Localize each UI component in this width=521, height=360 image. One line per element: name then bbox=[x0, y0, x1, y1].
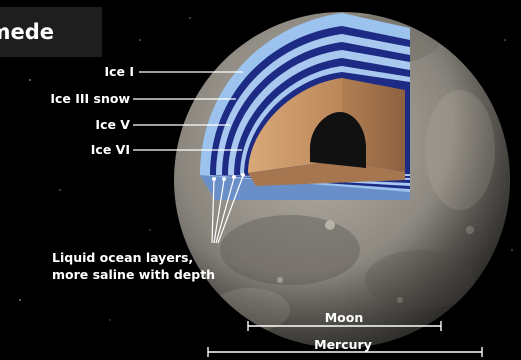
moon-scale-label: Moon bbox=[325, 310, 364, 325]
mercury-scale-label: Mercury bbox=[314, 337, 372, 352]
ice-iii-snow-label: Ice III snow bbox=[50, 91, 130, 106]
ocean-label-line-2: more saline with depth bbox=[52, 267, 215, 282]
ice-v-label: Ice V bbox=[95, 117, 130, 132]
ice-vi-label: Ice VI bbox=[91, 142, 130, 157]
ice-i-label: Ice I bbox=[104, 64, 134, 79]
ocean-label-line-1: Liquid ocean layers, bbox=[52, 250, 193, 265]
cutaway-interior bbox=[200, 13, 410, 200]
